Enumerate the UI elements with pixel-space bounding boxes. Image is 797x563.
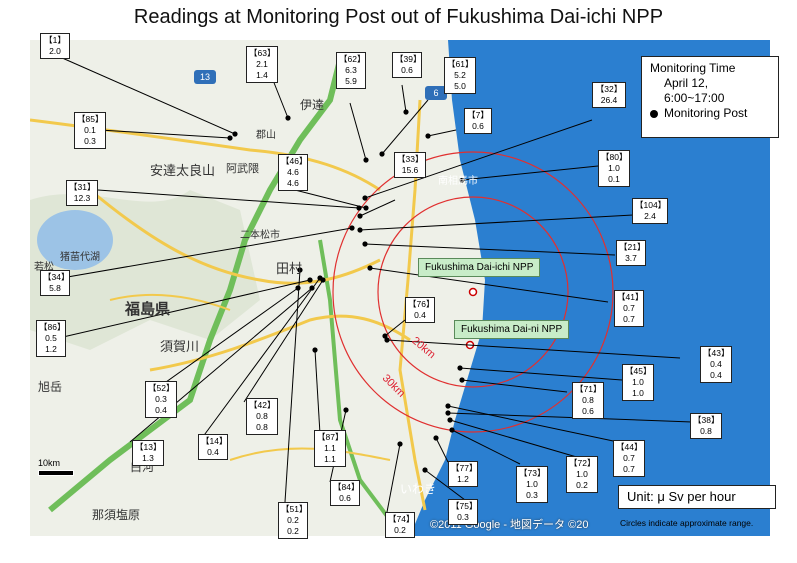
station-label[interactable]: 【84】0.6 xyxy=(330,480,360,506)
scale-bar: 10km xyxy=(38,458,74,476)
ring-30km xyxy=(332,151,614,433)
place-aizuwakamatsu: 若松 xyxy=(34,262,54,273)
place-nihonmatsu: 二本松市 xyxy=(240,230,280,241)
ring-20km xyxy=(377,196,569,388)
monitoring-posts xyxy=(227,109,465,473)
post-dot-icon xyxy=(650,109,658,118)
place-abukuma: 阿武隈 xyxy=(226,163,259,175)
scale-label: 10km xyxy=(38,458,61,468)
station-label[interactable]: 【74】0.2 xyxy=(385,512,415,538)
road-13-shield: 13 xyxy=(194,70,216,84)
place-iwaki: いわき xyxy=(400,482,437,496)
place-nasu: 那須塩原 xyxy=(92,508,141,522)
station-label[interactable]: 【39】0.6 xyxy=(392,52,422,78)
unit-label: Unit: μ Sv per hour xyxy=(618,485,776,509)
legend-title: Monitoring Time xyxy=(650,61,736,75)
place-koriyama: 郡山 xyxy=(256,130,276,141)
station-label[interactable]: 【31】12.3 xyxy=(66,180,98,206)
station-label[interactable]: 【32】26.4 xyxy=(592,82,626,108)
station-label[interactable]: 【1】2.0 xyxy=(40,33,70,59)
road-6-shield: 6 xyxy=(425,86,447,100)
station-label[interactable]: 【75】0.3 xyxy=(448,499,478,525)
station-label[interactable]: 【7】0.6 xyxy=(464,108,492,134)
station-label[interactable]: 【21】3.7 xyxy=(616,240,646,266)
place-tamura: 田村 xyxy=(276,261,303,276)
station-label[interactable]: 【33】15.6 xyxy=(394,152,426,178)
lake xyxy=(37,210,113,270)
place-date: 伊達 xyxy=(300,98,325,112)
station-label[interactable]: 【76】0.4 xyxy=(405,297,435,323)
station-label[interactable]: 【77】1.2 xyxy=(448,461,478,487)
place-fukushima: 福島県 xyxy=(125,301,171,318)
place-sukagawa: 須賀川 xyxy=(160,339,200,354)
legend-time: 6:00~17:00 xyxy=(664,91,725,105)
place-minamisoma: 南相馬市 xyxy=(438,176,478,187)
station-label[interactable]: 【13】1.3 xyxy=(132,440,164,466)
place-inawashiro: 猪苗代湖 xyxy=(60,252,100,263)
place-asahi: 旭岳 xyxy=(38,380,63,394)
circles-note: Circles indicate approximate range. xyxy=(620,518,754,528)
npp-daini-label: Fukushima Dai-ni NPP xyxy=(454,320,570,339)
station-label[interactable]: 【38】0.8 xyxy=(690,413,722,439)
npp-daiichi-marker xyxy=(468,287,478,297)
legend-date: April 12, xyxy=(664,76,709,90)
station-label[interactable]: 【104】2.4 xyxy=(632,198,668,224)
scale-line xyxy=(38,470,74,476)
station-label[interactable]: 【14】0.4 xyxy=(198,434,228,460)
legend-post-label: Monitoring Post xyxy=(664,106,748,120)
place-adatara: 安達太良山 xyxy=(150,163,216,178)
map-title: Readings at Monitoring Post out of Fukus… xyxy=(133,6,664,28)
npp-daiichi-label: Fukushima Dai-ichi NPP xyxy=(418,258,541,277)
monitoring-time-legend: Monitoring Time April 12, 6:00~17:00 Mon… xyxy=(641,56,779,138)
sea xyxy=(410,40,770,536)
station-label[interactable]: 【34】5.8 xyxy=(40,270,70,296)
